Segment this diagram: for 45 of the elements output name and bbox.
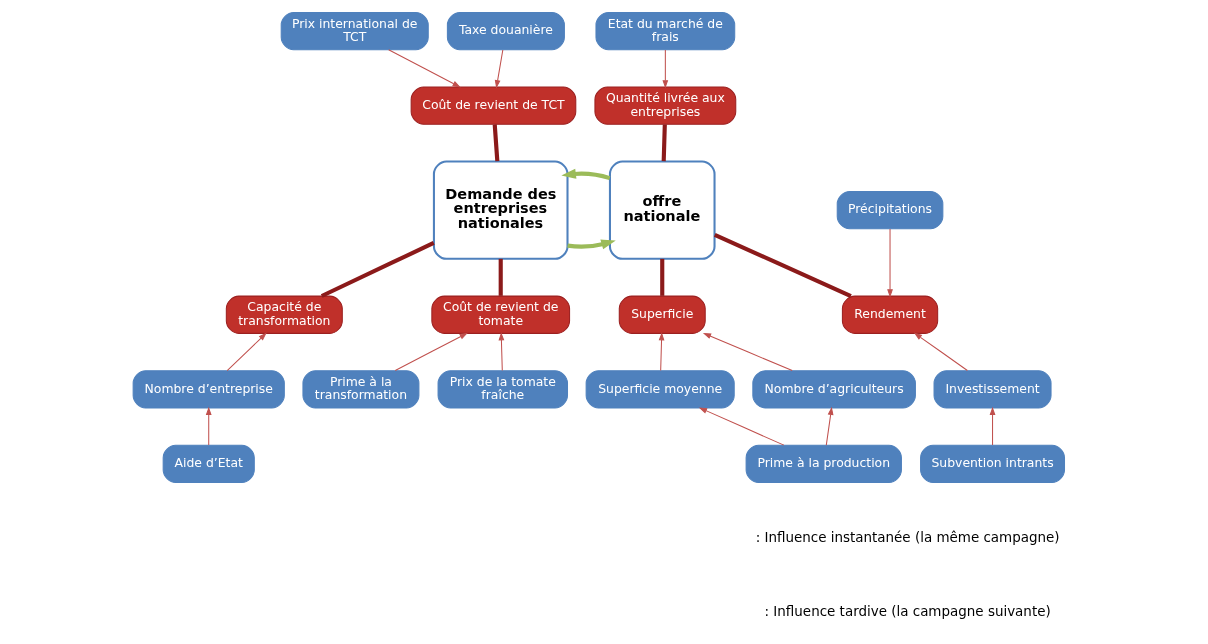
connector [713, 232, 852, 298]
connector [661, 124, 667, 162]
arrow [698, 407, 785, 446]
node-box: Superficie moyenne [585, 370, 735, 409]
legend-label: : Influence tardive (la campagne suivante) [764, 604, 1051, 620]
node-box: Investissement [933, 370, 1052, 409]
node-box: Quantité livrée aux entreprises [594, 86, 737, 125]
node-box: Prime à la production [745, 444, 902, 483]
arrow [498, 332, 505, 372]
node-box: Coût de revient de tomate [431, 295, 571, 334]
arrow [989, 406, 996, 446]
arrow [702, 332, 793, 372]
node-box: Etat du marché de frais [595, 11, 736, 51]
node-box: Précipitations [836, 191, 944, 230]
arrow [913, 332, 968, 371]
arrow [205, 406, 212, 446]
arrow [567, 239, 616, 250]
connector [492, 124, 500, 162]
connector [320, 241, 435, 298]
node-box: offre nationale [608, 160, 716, 260]
connector [660, 258, 665, 296]
node-box: Subvention intrants [920, 444, 1065, 483]
node-box: Demande des entreprises nationales [432, 160, 569, 260]
node-box: Prix de la tomate fraîche [437, 370, 568, 409]
arrow [662, 49, 669, 89]
arrow [394, 332, 468, 371]
node-box: Aide d’Etat [162, 444, 255, 483]
arrow [658, 332, 665, 372]
node-box: Nombre d’entreprise [132, 370, 285, 409]
arrow [388, 49, 461, 88]
node-box: Prix international de TCT [280, 11, 429, 51]
arrow [887, 228, 893, 298]
node-box: Rendement [841, 295, 939, 334]
legend-label: : Influence instantanée (la même campagne) [755, 529, 1060, 545]
node-box: Nombre d’agriculteurs [752, 370, 916, 409]
node-box: Prime à la transformation [302, 370, 420, 409]
arrow [825, 406, 834, 446]
node-box: Superficie [618, 295, 706, 334]
node-box: Coût de revient de TCT [410, 86, 577, 125]
node-box: Capacité de transformation [225, 295, 343, 334]
arrow [226, 332, 267, 372]
arrow [494, 49, 504, 89]
arrow [561, 168, 611, 181]
node-box: Taxe douanière [446, 11, 565, 51]
connector [498, 258, 503, 296]
